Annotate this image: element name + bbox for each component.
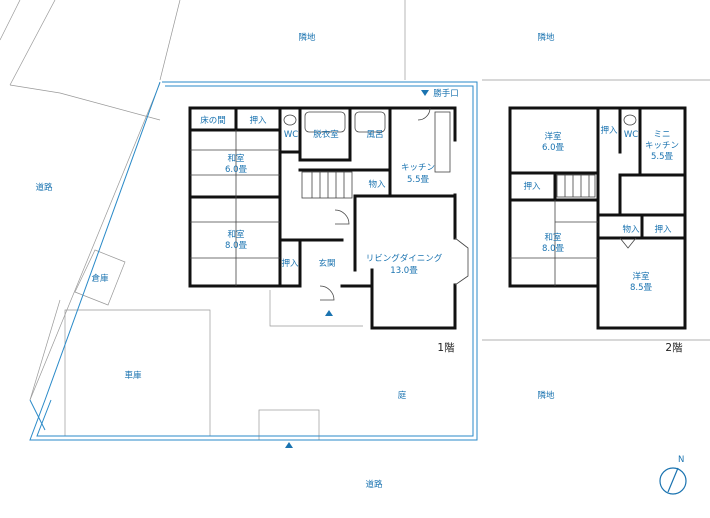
f1-entrance-label: 玄関: [318, 258, 335, 269]
entrance-marker: [325, 310, 333, 316]
f1-wc-label: WC: [284, 130, 298, 140]
f2-washitsu-size: 8.0畳: [542, 244, 565, 254]
f2-youshitsu2-size: 8.5畳: [630, 283, 653, 293]
f1-washitsu1-size: 6.0畳: [225, 165, 248, 175]
f1-kitchen-size: 5.5畳: [407, 175, 430, 185]
neighbor-top-left-label: 隣地: [298, 32, 316, 43]
f2-storage-label: 物入: [622, 224, 640, 235]
garage-label: 車庫: [124, 370, 142, 381]
compass-icon: N: [659, 455, 687, 495]
f1-kitchen-name: キッチン: [401, 163, 435, 173]
f2-washitsu-name: 和室: [544, 232, 562, 243]
door-swing: [619, 237, 637, 249]
f2-youshitsu1-size: 6.0畳: [542, 143, 565, 153]
f1-living-name: リビングダイニング: [366, 253, 443, 264]
site-context: [0, 0, 710, 441]
f1-washitsu1-name: 和室: [227, 153, 245, 164]
neighbor-right-label: 隣地: [537, 390, 555, 401]
f1-bath-label: 風呂: [366, 130, 383, 140]
floor2-plan: [508, 106, 687, 330]
storage-shed: [74, 249, 126, 306]
road-bottom-label: 道路: [365, 479, 383, 490]
f2-oshiire-b-label: 押入: [523, 181, 541, 192]
site-boundary: [29, 81, 478, 441]
f1-storage-label: 物入: [368, 179, 386, 190]
f2-oshiire-c-label: 押入: [654, 224, 672, 235]
f2-mini-kitchen-line1: ミニ: [653, 130, 670, 140]
floor1-title: 1階: [437, 342, 455, 354]
gate-marker: [285, 442, 293, 448]
kitchen-counter: [434, 111, 451, 173]
f1-washitsu2-size: 8.0畳: [225, 241, 248, 251]
f1-oshiire-left-label: 押入: [281, 258, 299, 269]
neighbor-top-right-label: 隣地: [537, 32, 555, 43]
washbasin: [304, 111, 346, 133]
f1-oshiire-top-label: 押入: [249, 115, 267, 126]
storage-label: 倉庫: [91, 273, 109, 284]
f2-mini-kitchen-line2: キッチン: [645, 141, 679, 151]
f2-wc-label: WC: [624, 130, 638, 140]
garden-label: 庭: [398, 390, 407, 401]
f2-youshitsu1-name: 洋室: [544, 131, 562, 142]
f1-washitsu2-name: 和室: [227, 229, 245, 240]
f1-living-size: 13.0畳: [390, 266, 418, 276]
door-swing: [319, 285, 335, 301]
floor1-plan: [188, 90, 469, 448]
f1-dressing-label: 脱衣室: [313, 129, 339, 140]
back-door-label: 勝手口: [433, 88, 459, 99]
toilet: [623, 114, 637, 126]
door-swing: [417, 107, 431, 121]
door-swing: [334, 209, 350, 225]
road-left-label: 道路: [35, 182, 53, 193]
f2-mini-kitchen-size: 5.5畳: [651, 152, 674, 162]
backdoor-marker: [421, 90, 429, 96]
compass-north-label: N: [678, 455, 684, 465]
f2-oshiire-a-label: 押入: [600, 125, 618, 136]
bathtub: [354, 111, 386, 133]
floor2-title: 2階: [665, 342, 683, 354]
f1-tokonoma-label: 床の間: [200, 115, 226, 126]
toilet: [283, 114, 297, 126]
f2-youshitsu2-name: 洋室: [632, 271, 650, 282]
